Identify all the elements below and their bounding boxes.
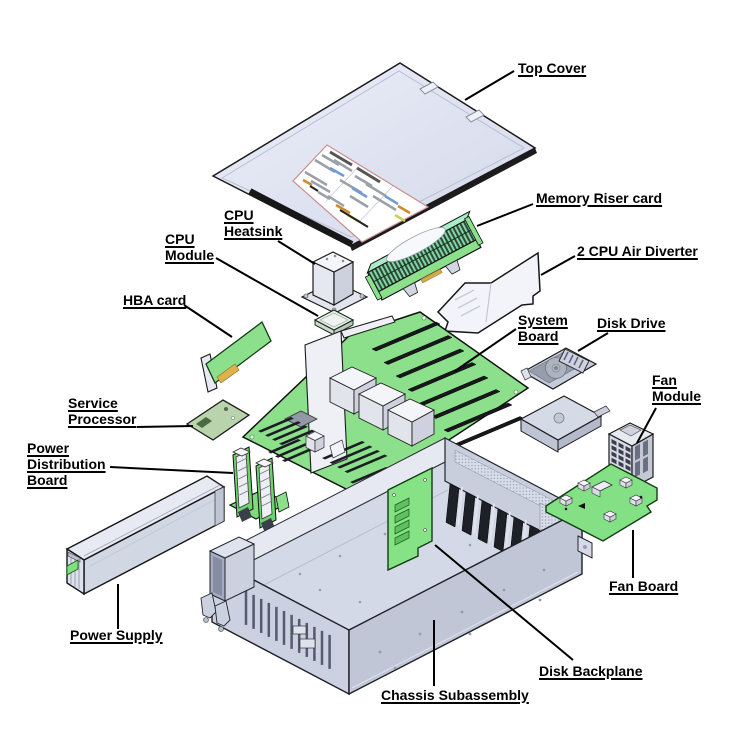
rear-latches [200,592,231,632]
leader-fan-module [636,407,657,444]
leader-disk-backplane [434,544,574,661]
label-power-supply: Power Supply [70,627,163,643]
leader-pdb [109,466,234,474]
cover-tab [419,81,439,95]
label-disk-drive: Disk Drive [597,315,666,331]
power-supply-part [65,475,226,596]
label-disk-backplane: Disk Backplane [539,663,643,679]
memory-riser-slots [371,321,525,446]
leader-memory-riser [476,203,534,227]
memory-riser-card-part [364,210,484,301]
leader-disk-drive [577,332,609,352]
air-duct-boxes [328,366,436,447]
leader-system-board [454,328,517,372]
label-cpu-air-diverter: 2 CPU Air Diverter [577,243,698,259]
disk-drive-part [520,347,598,390]
leader-cpu-module [215,257,319,317]
leader-air-diverter [540,255,576,276]
label-chassis-subassembly: Chassis Subassembly [381,687,529,703]
leader-hba-card [183,304,233,338]
white-connectors [305,431,346,459]
standoffs [559,476,643,523]
disk-backplane-part [387,466,433,572]
label-power-distribution-board: Power Distribution Board [27,440,106,488]
leader-service-processor [136,425,194,428]
top-cover-part [211,62,537,251]
service-label-sticker [292,144,430,243]
label-cpu-heatsink: CPU Heatsink [224,207,283,239]
system-board-part [241,311,530,498]
chassis-subassembly-part [200,437,593,696]
drive-filler-tray [519,395,611,453]
psu-latch [66,559,79,576]
cpu-heatsink-part [300,251,369,314]
label-service-processor: Service Processor [68,395,137,427]
leader-top-cover [464,70,515,101]
label-top-cover: Top Cover [518,60,587,76]
label-memory-riser-card: Memory Riser card [536,190,663,206]
fan-board-part [545,463,658,542]
power-distribution-board-part [228,446,290,533]
label-cpu-module: CPU Module [165,231,214,263]
leader-cpu-heatsink [277,240,316,265]
leader-lines [109,70,657,686]
label-fan-module: Fan Module [652,372,701,404]
cpu-module-part [313,309,355,336]
label-fan-board: Fan Board [609,578,679,594]
hba-card-part [200,321,272,393]
label-hba-card: HBA card [123,292,187,308]
cover-tab [465,109,485,123]
service-processor-part [185,399,251,441]
cpu-air-diverter-part [436,251,541,334]
label-system-board: System Board [518,312,568,344]
